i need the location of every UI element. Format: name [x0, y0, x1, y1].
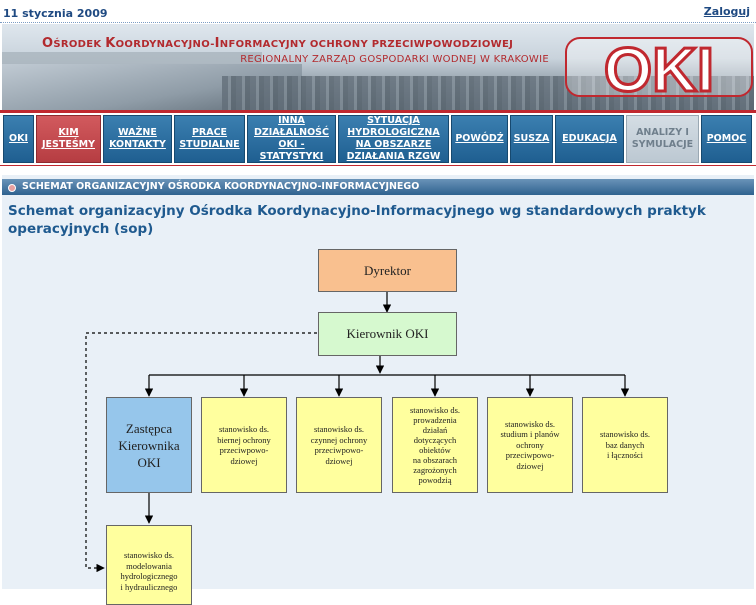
- org-box-post-1: stanowisko ds. biernej ochrony przeciwpo…: [201, 397, 287, 493]
- nav-item-wazne-kontakty[interactable]: WAŻNE KONTAKTY: [103, 115, 172, 163]
- nav-item-kim-jestesmy[interactable]: KIM JESTEŚMY: [36, 115, 101, 163]
- org-chart-connectors: [85, 292, 630, 573]
- main-nav: OKI KIM JESTEŚMY WAŻNE KONTAKTY PRACE ST…: [0, 113, 756, 165]
- content-panel: SCHEMAT ORGANIZACYJNY OŚRODKA KOORDYNACY…: [2, 175, 754, 605]
- section-title: SCHEMAT ORGANIZACYJNY OŚRODKA KOORDYNACY…: [22, 181, 420, 192]
- connector-dashed-manager-bottom: [85, 332, 317, 573]
- nav-item-prace-studialne[interactable]: PRACE STUDIALNE: [174, 115, 245, 163]
- current-date: 11 stycznia 2009: [3, 7, 108, 20]
- org-box-post-2: stanowisko ds. czynnej ochrony przeciwpo…: [296, 397, 382, 493]
- org-box-deputy: Zastępca Kierownika OKI: [106, 397, 192, 493]
- banner-city: [222, 76, 754, 110]
- org-box-director: Dyrektor: [318, 249, 457, 292]
- top-bar: 11 stycznia 2009 Zaloguj: [0, 0, 756, 23]
- bullet-icon: [8, 184, 16, 192]
- nav-divider: [0, 165, 756, 174]
- nav-item-powodz[interactable]: POWÓDŹ: [451, 115, 508, 163]
- nav-item-edukacja[interactable]: EDUKACJA: [555, 115, 624, 163]
- nav-item-inna-dzialalnosc[interactable]: INNA DZIAŁALNOŚĆ OKI - STATYSTYKI: [247, 115, 336, 163]
- header-divider: [0, 110, 756, 113]
- nav-item-susza[interactable]: SUSZA: [510, 115, 553, 163]
- header-banner: OŚRODEK KOORDYNACYJNO-INFORMACYJNY OCHRO…: [2, 24, 754, 110]
- section-header-bar: SCHEMAT ORGANIZACYJNY OŚRODKA KOORDYNACY…: [2, 179, 754, 195]
- org-box-post-5: stanowisko ds. baz danych i łączności: [582, 397, 668, 493]
- page-heading: Schemat organizacyjny Ośrodka Koordynacy…: [8, 203, 706, 237]
- login-link[interactable]: Zaloguj: [703, 5, 750, 18]
- site-subtitle: REGIONALNY ZARZĄD GOSPODARKI WODNEJ W KR…: [240, 54, 549, 65]
- nav-item-pomoc[interactable]: POMOC: [701, 115, 752, 163]
- logo-text: OKI: [604, 36, 714, 100]
- nav-item-sytuacja-hydrologiczna[interactable]: SYTUACJA HYDROLOGICZNA NA OBSZARZE DZIAŁ…: [338, 115, 449, 163]
- site-title: OŚRODEK KOORDYNACYJNO-INFORMACYJNY OCHRO…: [42, 36, 514, 51]
- nav-item-analizy-i-symulacje[interactable]: ANALIZY I SYMULACJE: [626, 115, 699, 163]
- oki-logo[interactable]: OKI: [564, 34, 754, 100]
- nav-item-oki[interactable]: OKI: [3, 115, 34, 163]
- org-box-manager: Kierownik OKI: [318, 312, 457, 356]
- org-box-post-4: stanowisko ds. studium i planów ochrony …: [487, 397, 573, 493]
- org-box-post-3: stanowisko ds. prowadzenia działań dotyc…: [392, 397, 478, 493]
- org-box-bottom-post: stanowisko ds. modelowania hydrologiczne…: [106, 525, 192, 605]
